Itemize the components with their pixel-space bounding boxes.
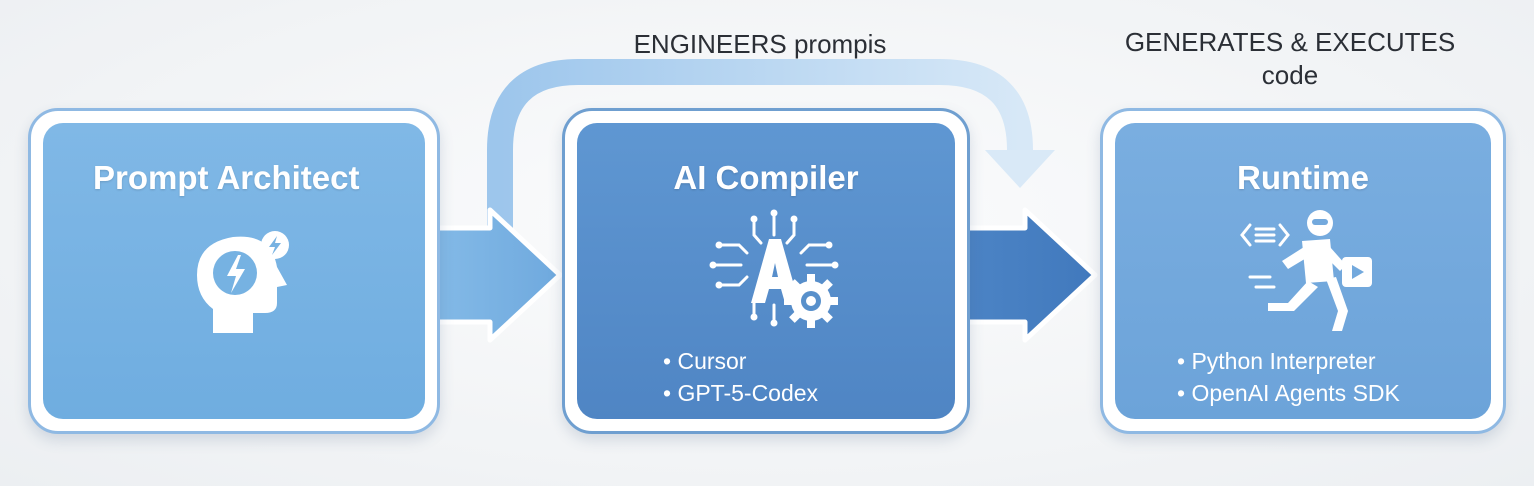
curved-arrow-head (985, 150, 1055, 188)
list-item: Cursor (663, 345, 818, 377)
curved-feedback-arrow (487, 59, 1033, 240)
runtime-tools-list: Python Interpreter OpenAI Agents SDK (1177, 345, 1400, 409)
runtime-title: Runtime (1237, 159, 1369, 196)
prompt-architect-title: Prompt Architect (93, 159, 360, 196)
runtime-panel: Runtime (1115, 123, 1491, 419)
caption-generates-line2: code (1261, 60, 1319, 90)
ai-compiler-panel: AI Compiler (577, 123, 955, 419)
head-with-lightning-icon (183, 223, 303, 343)
ai-compiler-card: AI Compiler (562, 108, 970, 434)
ai-compiler-title: AI Compiler (673, 159, 859, 196)
list-item: GPT-5-Codex (663, 377, 818, 409)
runtime-card: Runtime (1100, 108, 1506, 434)
caption-engineers-prompts: ENGINEERS prompis (560, 28, 960, 61)
list-item: OpenAI Agents SDK (1177, 377, 1399, 409)
caption-generates-line1: GENERATES & EXECUTES (1124, 27, 1456, 57)
arrow-compiler-to-runtime (947, 207, 1098, 343)
prompt-architect-card: Prompt Architect (28, 108, 440, 434)
ai-compiler-tools-list: Cursor GPT-5-Codex (663, 345, 818, 409)
ai-chip-gear-icon (699, 205, 849, 335)
running-robot-icon (1230, 207, 1380, 337)
prompt-architect-panel: Prompt Architect (43, 123, 425, 419)
caption-engineers-text: ENGINEERS prompis (633, 29, 887, 59)
arrow-prompt-to-compiler (417, 207, 563, 343)
caption-generates-executes: GENERATES & EXECUTES code (1080, 26, 1500, 92)
list-item: Python Interpreter (1177, 345, 1400, 377)
